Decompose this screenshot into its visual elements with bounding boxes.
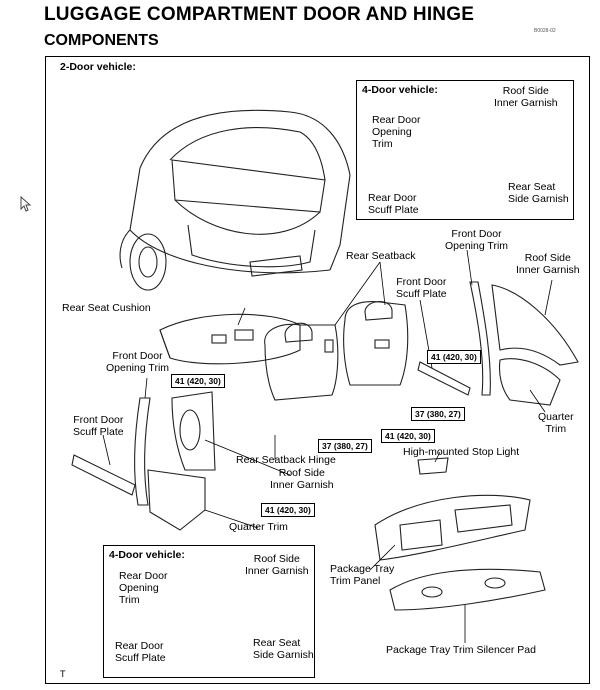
- label-high-mounted-stop-light: High-mounted Stop Light: [403, 446, 520, 458]
- quarter-trim-right-illustration: [498, 358, 561, 406]
- label-front-door-scuff-plate-left: Front Door Scuff Plate: [73, 414, 124, 438]
- label-rear-seat-side-garnish: Rear Seat Side Garnish: [508, 181, 569, 205]
- torque-spec: 37 (380, 27): [411, 407, 465, 421]
- torque-spec: 41 (420, 30): [427, 350, 481, 364]
- roof-side-inner-garnish-center-illustration: [171, 391, 216, 471]
- footer-mark: T: [60, 669, 66, 679]
- label-quarter-trim-center: Quarter Trim: [229, 521, 288, 533]
- front-door-scuff-plate-left-illustration: [71, 454, 136, 496]
- front-door-scuff-plate-center-illustration: [417, 361, 471, 396]
- label-rear-seat-side-garnish: Rear Seat Side Garnish: [253, 637, 314, 661]
- torque-spec: 41 (420, 30): [381, 429, 435, 443]
- page-subtitle: COMPONENTS: [44, 32, 159, 49]
- torque-spec: 41 (420, 30): [171, 374, 225, 388]
- section-label: 2-Door vehicle:: [60, 61, 136, 73]
- label-roof-side-inner-garnish: Roof Side Inner Garnish: [245, 553, 309, 577]
- rear-seatback-illustration: [264, 301, 409, 401]
- roof-side-inner-garnish-right-illustration: [491, 284, 579, 366]
- diagram-frame: [45, 56, 590, 684]
- inset-title: 4-Door vehicle:: [109, 549, 185, 561]
- label-roof-side-inner-garnish: Roof Side Inner Garnish: [494, 85, 558, 109]
- label-package-tray-trim-silencer-pad: Package Tray Trim Silencer Pad: [386, 644, 536, 656]
- quarter-trim-center-illustration: [147, 469, 206, 531]
- inset-title: 4-Door vehicle:: [362, 84, 438, 96]
- inset-4-door-top: 4-Door vehicle: Roof Side Inner Garnish …: [356, 80, 574, 220]
- label-package-tray-trim-panel: Package Tray Trim Panel: [330, 563, 395, 587]
- rear-seat-cushion-illustration: [159, 313, 301, 365]
- front-door-opening-trim-left-illustration: [134, 397, 151, 506]
- label-rear-seatback-hinge: Rear Seatback Hinge: [236, 454, 336, 466]
- vehicle-rear-illustration: [119, 109, 351, 291]
- torque-spec: 41 (420, 30): [261, 503, 315, 517]
- package-tray-trim-panel-illustration: [374, 494, 531, 561]
- front-door-opening-trim-right-illustration: [469, 281, 491, 396]
- label-quarter-trim-right: Quarter Trim: [538, 411, 574, 435]
- torque-spec: 37 (380, 27): [318, 439, 372, 453]
- label-rear-seatback: Rear Seatback: [346, 250, 416, 262]
- document-id: B0028-02: [534, 28, 556, 34]
- label-rear-door-scuff-plate: Rear Door Scuff Plate: [368, 192, 419, 216]
- page-title: LUGGAGE COMPARTMENT DOOR AND HINGE: [44, 4, 475, 25]
- mouse-pointer-icon: [20, 196, 32, 212]
- label-front-door-opening-trim-left: Front Door Opening Trim: [106, 350, 170, 374]
- high-mounted-stop-light-illustration: [417, 457, 449, 475]
- label-roof-side-inner-garnish-right: Roof Side Inner Garnish: [516, 252, 580, 276]
- label-rear-door-opening-trim: Rear Door Opening Trim: [372, 114, 421, 150]
- label-rear-door-opening-trim: Rear Door Opening Trim: [119, 570, 168, 606]
- label-rear-seat-cushion: Rear Seat Cushion: [62, 302, 151, 314]
- label-roof-side-inner-garnish-center: Roof Side Inner Garnish: [270, 467, 334, 491]
- inset-4-door-bottom: 4-Door vehicle: Roof Side Inner Garnish …: [103, 545, 315, 678]
- label-front-door-opening-trim-right: Front Door Opening Trim: [445, 228, 509, 252]
- label-rear-door-scuff-plate: Rear Door Scuff Plate: [115, 640, 166, 664]
- package-tray-silencer-pad-illustration: [389, 568, 546, 611]
- label-front-door-scuff-plate-center: Front Door Scuff Plate: [396, 276, 447, 300]
